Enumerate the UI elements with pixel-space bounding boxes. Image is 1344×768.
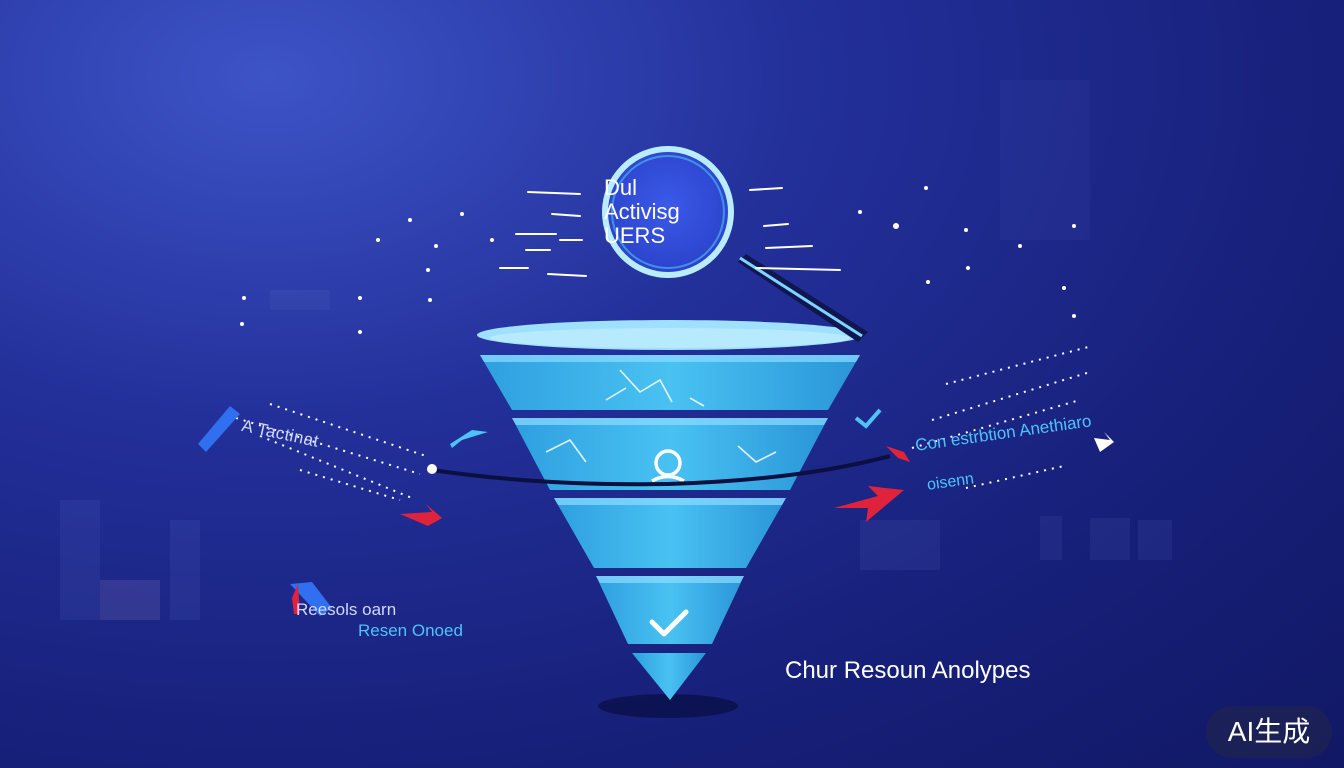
scatter-dots [240, 186, 1076, 334]
dotted-trails-left [235, 403, 427, 501]
plane-icon [1094, 432, 1114, 452]
chevron-blue-left [450, 430, 488, 448]
label-left-bottom-1: Reesols oarn [296, 600, 397, 619]
blue-shard-left [198, 406, 240, 452]
magnifier-line-1: Dul [604, 175, 638, 200]
funnel-band-5 [632, 653, 706, 700]
funnel-band-1 [480, 355, 860, 410]
arrow-icon [834, 486, 904, 522]
label-left-bottom-2: Resen Onoed [358, 621, 463, 640]
checkmark-icon [649, 609, 689, 637]
funnel-band-4 [596, 576, 744, 644]
funnel-band-2 [512, 418, 828, 490]
arrow-tip-right [886, 446, 910, 462]
funnel-shadow [598, 694, 738, 718]
magnifier-line-2: Activisg [604, 199, 680, 224]
red-tick-bottom [292, 584, 300, 614]
ai-generated-badge: AI生成 [1206, 706, 1332, 758]
connector-line [431, 454, 891, 487]
motion-dashes [499, 187, 841, 277]
blue-shard-bottom [290, 582, 332, 616]
funnel-band-3 [554, 498, 786, 568]
funnel-sketch-lines [545, 369, 777, 463]
funnel-rim-inner [490, 328, 850, 348]
magnifier-line-3: UERS [604, 223, 666, 248]
magnifier-text: Dul Activisg UERS [604, 176, 734, 248]
target-icon [651, 449, 685, 483]
caption: Chur Resoun Anolypes [785, 657, 1031, 684]
dotted-trails-right [911, 345, 1093, 489]
magnifier-icon [602, 146, 868, 342]
arrow-small-left [400, 504, 442, 526]
chevron-blue-right [854, 408, 882, 429]
